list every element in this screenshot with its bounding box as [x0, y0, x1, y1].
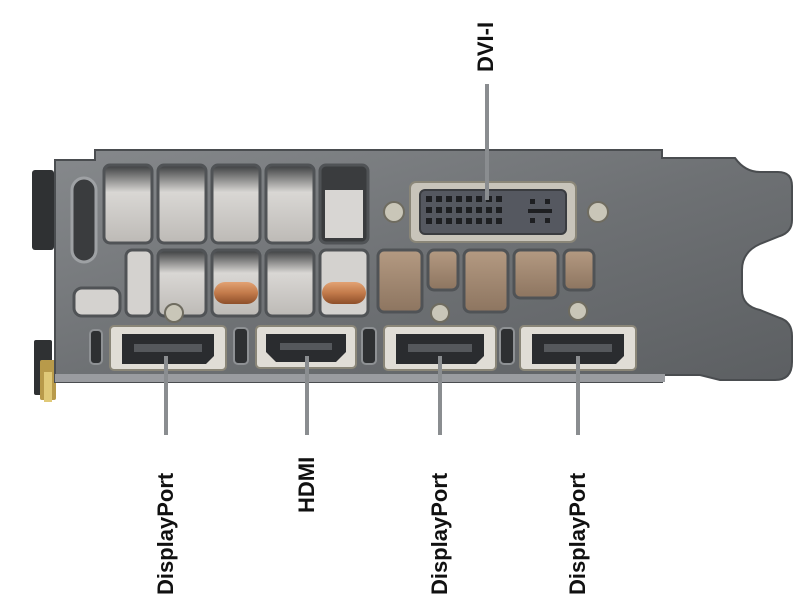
label-displayport-1: DisplayPort [153, 472, 178, 595]
bracket-lip [55, 374, 665, 382]
small-slots [89, 327, 515, 365]
displayport-1-port [109, 325, 227, 371]
pcb-edge [32, 170, 56, 402]
label-hdmi: HDMI [294, 456, 319, 513]
label-displayport-2: DisplayPort [427, 472, 452, 595]
leader-lines [164, 84, 580, 435]
vent-holes-top [102, 163, 370, 245]
copper-heatpipes [214, 282, 366, 304]
bracket-screws [164, 201, 609, 323]
displayport-2-port [383, 325, 497, 371]
vent-holes-middle [72, 248, 596, 318]
dvi-i-port [409, 181, 577, 243]
bracket-slot [70, 176, 98, 264]
hdmi-port [255, 325, 357, 369]
displayport-3-port [519, 325, 637, 371]
label-dvi-i: DVI-I [473, 21, 498, 72]
label-displayport-3: DisplayPort [565, 472, 590, 595]
